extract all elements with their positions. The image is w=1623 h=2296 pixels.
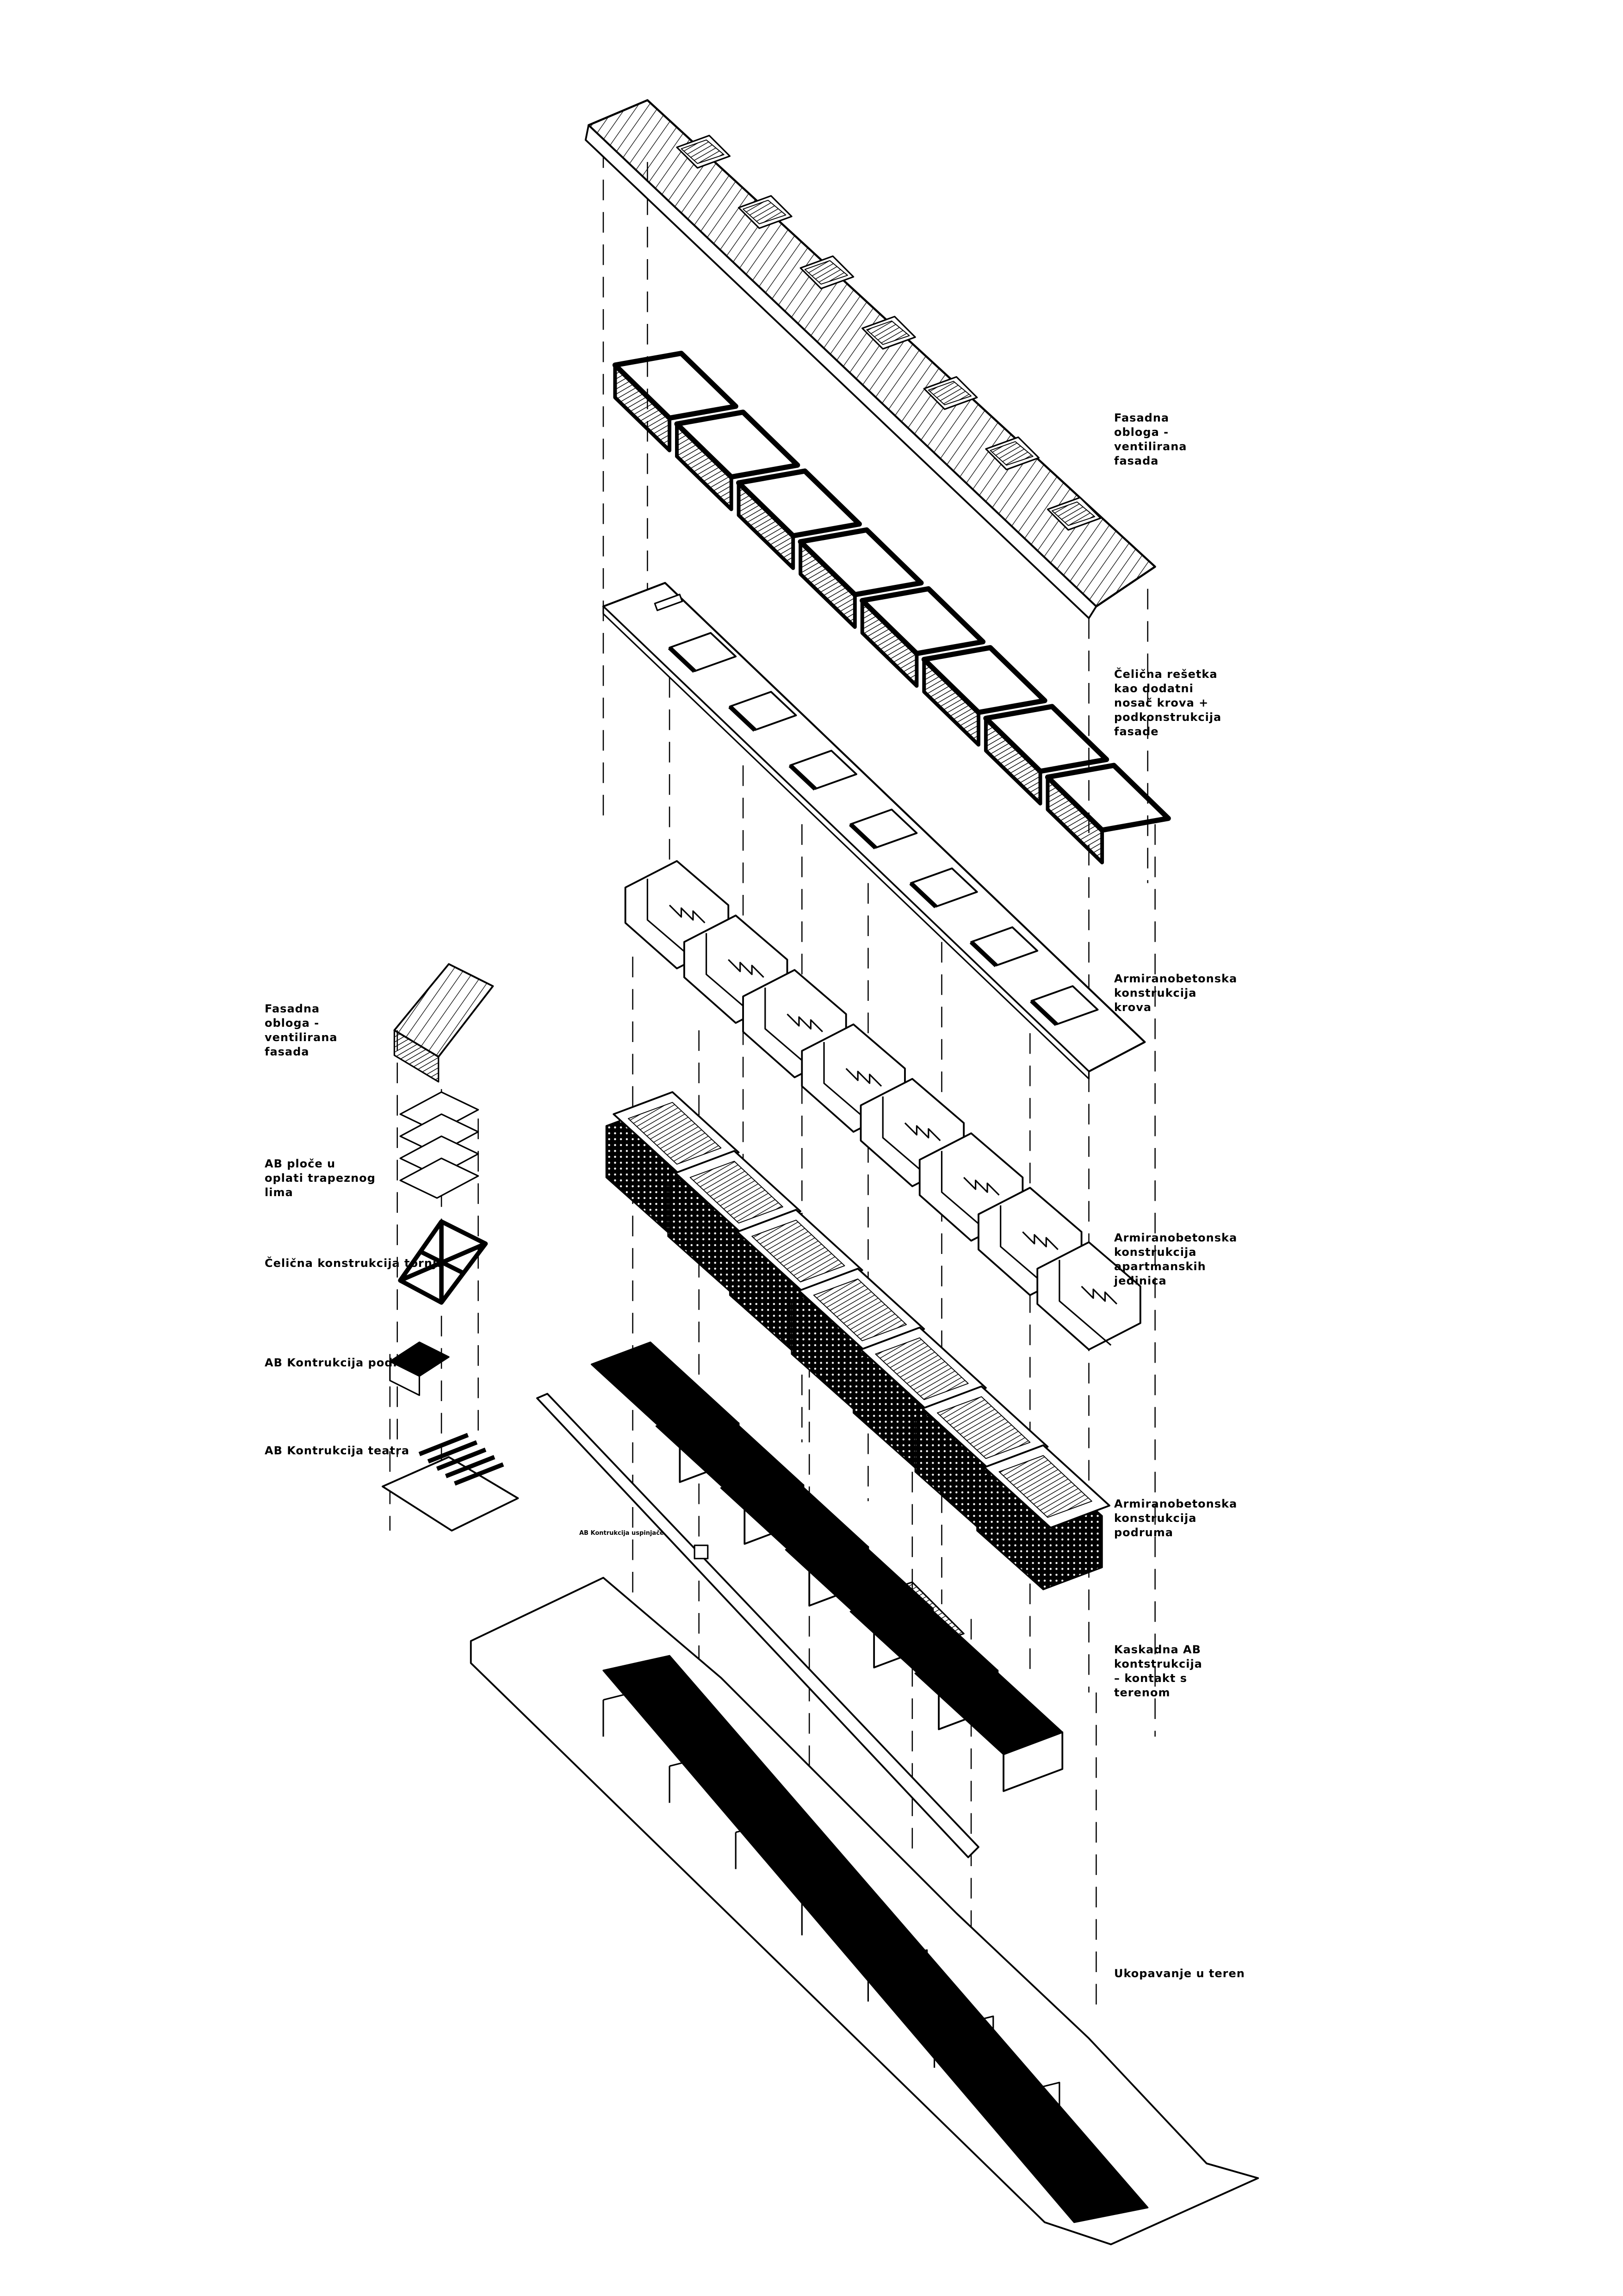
roof-opening-shadow bbox=[668, 646, 696, 673]
apartment-stair bbox=[1059, 1260, 1118, 1346]
funicular-cabin bbox=[694, 1545, 709, 1559]
apartment-stair bbox=[823, 1042, 882, 1128]
basement-beams bbox=[813, 1278, 907, 1341]
label-cascade: Kaskadna AB kontstrukcija – kontakt s te… bbox=[1114, 1643, 1202, 1699]
apartment-stair bbox=[882, 1096, 941, 1183]
roof-opening-shadow bbox=[788, 763, 817, 791]
excavation-step bbox=[867, 1949, 928, 2002]
roof-opening-shadow bbox=[849, 822, 877, 850]
label-excavation: Ukopavanje u teren bbox=[1114, 1967, 1245, 1980]
truss-side bbox=[613, 363, 672, 453]
basement-beams bbox=[751, 1219, 845, 1283]
apartment-module bbox=[1036, 1241, 1141, 1351]
rc-basement-layer bbox=[605, 1091, 1110, 1590]
roof-opening-shadow bbox=[909, 881, 938, 908]
label-rc-basement: Armiranobetonska konstrukcija podruma bbox=[1114, 1497, 1238, 1539]
rc-apartments-layer bbox=[624, 860, 1141, 1351]
theatre-row bbox=[418, 1433, 469, 1456]
truss-side bbox=[799, 540, 857, 629]
roof-window-louvres bbox=[1052, 501, 1096, 526]
roof-window-louvres bbox=[990, 441, 1034, 466]
label-rc-apartments: Armiranobetonska konstrukcija apartmansk… bbox=[1114, 1231, 1238, 1287]
roof-window-louvres bbox=[928, 381, 972, 405]
roof-opening-shadow bbox=[1030, 999, 1058, 1026]
label-tower-slabs: AB ploče u oplati trapeznog lima bbox=[265, 1157, 376, 1199]
theatre-row bbox=[445, 1455, 496, 1478]
label-funicular: AB Kontrukcija uspinjače bbox=[579, 1530, 664, 1537]
truss-side bbox=[1046, 775, 1104, 864]
excavation-step bbox=[801, 1883, 862, 1936]
excavation-step bbox=[602, 1684, 663, 1737]
tower-group bbox=[382, 963, 519, 1532]
theatre-row bbox=[454, 1462, 504, 1486]
basement-beams bbox=[689, 1160, 783, 1224]
truss-side bbox=[737, 481, 795, 570]
truss-side bbox=[922, 658, 980, 747]
label-tower-facade: Fasadna obloga - ventilirana fasada bbox=[265, 1002, 338, 1058]
theatre-row bbox=[436, 1447, 487, 1471]
truss-side bbox=[860, 598, 919, 688]
label-steel-truss: Čelična rešetka kao dodatni nosač krova … bbox=[1114, 668, 1222, 738]
facade-cladding-layer bbox=[584, 99, 1156, 619]
label-facade-cladding: Fasadna obloga - ventilirana fasada bbox=[1114, 411, 1187, 467]
apartment-stair bbox=[646, 878, 706, 965]
roof-window-louvres bbox=[804, 260, 848, 285]
funicular-layer bbox=[536, 1393, 979, 1858]
cascade-wall bbox=[1003, 1731, 1064, 1792]
roof-window-louvres bbox=[743, 199, 787, 224]
roof-window-louvres bbox=[866, 320, 910, 345]
apartment-stair bbox=[1000, 1205, 1059, 1291]
terrain-layer bbox=[470, 1576, 1259, 2246]
excavation-step bbox=[735, 1817, 796, 1869]
theatre-base bbox=[382, 1456, 519, 1532]
theatre-row bbox=[427, 1440, 478, 1464]
label-rc-roof: Armiranobetonska konstrukcija krova bbox=[1114, 972, 1238, 1014]
roof-opening-small bbox=[654, 594, 683, 611]
basement-beams bbox=[936, 1396, 1031, 1459]
apartment-stair bbox=[764, 987, 823, 1074]
excavation-step bbox=[1000, 2081, 1060, 2134]
theatre-seating bbox=[867, 1581, 965, 1649]
basement-beams bbox=[998, 1455, 1092, 1518]
roof-window-louvres bbox=[681, 139, 725, 164]
steel-truss-layer bbox=[612, 351, 1171, 864]
excavation bbox=[602, 1655, 1149, 2223]
truss-side bbox=[675, 422, 733, 511]
label-tower-basement: AB Kontrukcija podruma bbox=[265, 1356, 427, 1369]
tower-slab bbox=[399, 1157, 479, 1199]
excavation-step bbox=[933, 2015, 994, 2068]
roof-opening-shadow bbox=[728, 705, 756, 732]
layers bbox=[382, 99, 1259, 2246]
apartment-stair bbox=[941, 1151, 1000, 1237]
roof-opening-shadow bbox=[969, 940, 998, 968]
cascade-layer bbox=[590, 1341, 1064, 1792]
apartment-stair bbox=[706, 933, 764, 1019]
basement-beams bbox=[628, 1102, 722, 1165]
truss-side bbox=[984, 716, 1042, 806]
rc-roof-layer bbox=[602, 582, 1146, 1080]
tower-basement-side bbox=[389, 1360, 421, 1396]
tower-facade-side bbox=[393, 1029, 440, 1083]
funicular-rail bbox=[536, 1393, 979, 1858]
tower-steel-frame bbox=[398, 1219, 488, 1305]
basement-beams bbox=[875, 1337, 969, 1400]
facade-eave bbox=[584, 124, 1097, 619]
label-theatre: AB Kontrukcija teatra bbox=[265, 1444, 410, 1457]
excavation-step bbox=[669, 1750, 729, 1803]
cascade-platform bbox=[914, 1651, 1063, 1755]
label-tower-steel: Čelična konstrukcija tornja bbox=[265, 1257, 445, 1270]
roof-slab-edge bbox=[602, 606, 1090, 1080]
